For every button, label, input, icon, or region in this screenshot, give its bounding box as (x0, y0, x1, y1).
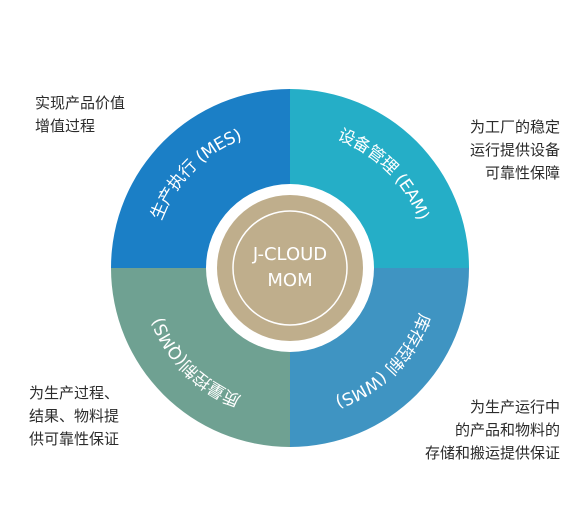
note-line: 为生产运行中 (469, 398, 560, 416)
note-line: 的产品和物料的 (454, 421, 560, 439)
note-line: 实现产品价值 (35, 94, 126, 112)
note-line: 为生产过程、 (29, 384, 120, 402)
core-outline-ring (232, 210, 348, 326)
note-line: 可靠性保障 (484, 164, 560, 182)
note-bottom-right: 为生产运行中 的产品和物料的 存储和搬运提供保证 (425, 396, 560, 465)
segment-wms (290, 268, 469, 447)
center-title-line2: MOM (267, 270, 312, 291)
note-line: 运行提供设备 (469, 141, 560, 159)
segment-mes (111, 89, 290, 268)
note-line: 为工厂的稳定 (469, 118, 560, 136)
segment-eam (290, 89, 469, 268)
note-line: 增值过程 (35, 117, 96, 135)
note-line: 结果、物料提 (29, 407, 120, 425)
note-bottom-left: 为生产过程、 结果、物料提 供可靠性保证 (29, 382, 119, 451)
note-top-left: 实现产品价值 增值过程 (35, 92, 125, 138)
segment-qms (111, 268, 290, 447)
note-line: 供可靠性保证 (29, 430, 120, 448)
center-title-line1: J-CLOUD (252, 244, 327, 265)
note-top-right: 为工厂的稳定 运行提供设备 可靠性保障 (470, 116, 560, 185)
note-line: 存储和搬运提供保证 (424, 444, 560, 462)
core-circle (217, 195, 363, 341)
